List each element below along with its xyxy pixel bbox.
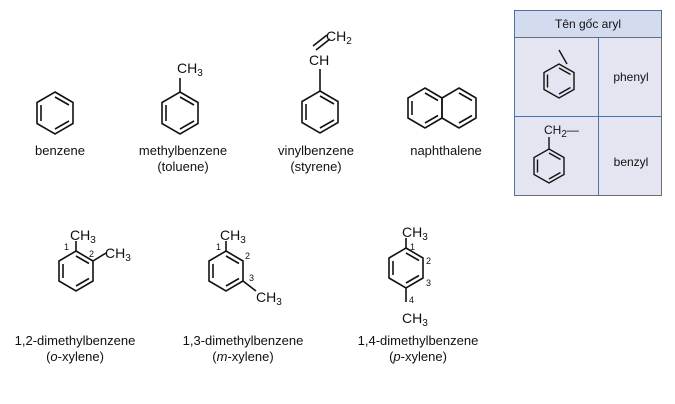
naphthalene-name: naphthalene — [410, 143, 482, 158]
toluene-methyl-label: CH3 — [177, 60, 203, 79]
o-xylene-methyl-1-label: CH3 — [70, 227, 96, 246]
o-xylene-methyl-2-label: CH3 — [105, 245, 131, 264]
toluene-common: (toluene) — [157, 159, 209, 174]
m-xylene-methyl-1-label: CH3 — [220, 227, 246, 246]
m-xylene-structure — [208, 241, 257, 292]
m-xylene-methyl-3-label: CH3 — [256, 289, 282, 308]
aryl-group-table: Tên gốc aryl phenyl CH2— benzyl — [514, 10, 662, 196]
styrene-structure — [301, 34, 339, 134]
p-xylene-name: 1,4-dimethylbenzene — [357, 333, 479, 348]
toluene-name: methylbenzene — [138, 143, 228, 158]
p-xylene-caption: 1,4-dimethylbenzene (p-xylene) — [358, 333, 479, 365]
m-xylene-common: (m-xylene) — [212, 349, 274, 364]
benzyl-label: benzyl — [613, 155, 649, 169]
benzene-caption: benzene — [35, 143, 85, 159]
o-xylene-caption: 1,2-dimethylbenzene (o-xylene) — [15, 333, 136, 365]
m-xylene-position-3: 3 — [249, 273, 255, 283]
p-xylene-position-3: 3 — [426, 278, 432, 288]
p-xylene-structure — [388, 238, 424, 302]
styrene-common: (styrene) — [290, 159, 342, 174]
p-xylene-position-2: 2 — [426, 256, 432, 266]
aryl-row-benzyl: CH2— benzyl — [515, 117, 661, 196]
m-xylene-caption: 1,3-dimethylbenzene (m-xylene) — [183, 333, 304, 365]
styrene-ch2-label: CH2 — [326, 28, 352, 47]
aryl-row-phenyl: phenyl — [515, 38, 661, 117]
aryl-table-header: Tên gốc aryl — [515, 11, 661, 38]
styrene-ch-label: CH — [309, 52, 330, 68]
m-xylene-name: 1,3-dimethylbenzene — [182, 333, 304, 348]
benzyl-structure — [533, 137, 565, 184]
toluene-caption: methylbenzene (toluene) — [139, 143, 227, 175]
naphthalene-structure — [407, 87, 477, 129]
p-xylene-methyl-4-label: CH3 — [402, 310, 428, 329]
p-xylene-common: (p-xylene) — [389, 349, 447, 364]
benzene-name: benzene — [35, 143, 85, 158]
o-xylene-position-2: 2 — [89, 249, 95, 259]
phenyl-structure — [543, 49, 575, 99]
m-xylene-position-2: 2 — [245, 251, 251, 261]
o-xylene-common: (o-xylene) — [46, 349, 104, 364]
p-xylene-position-1: 1 — [410, 242, 416, 252]
aryl-table-divider — [598, 38, 599, 196]
m-xylene-position-1: 1 — [216, 242, 222, 252]
o-xylene-name: 1,2-dimethylbenzene — [14, 333, 136, 348]
styrene-caption: vinylbenzene (styrene) — [278, 143, 354, 175]
phenyl-label: phenyl — [613, 70, 649, 84]
benzene-structure — [36, 91, 74, 135]
toluene-structure — [161, 78, 199, 135]
benzyl-ch2-label: CH2— — [544, 123, 579, 140]
naphthalene-caption: naphthalene — [410, 143, 482, 159]
p-xylene-methyl-1-label: CH3 — [402, 224, 428, 243]
o-xylene-structure — [58, 241, 107, 292]
p-xylene-position-4: 4 — [409, 295, 415, 305]
styrene-name: vinylbenzene — [278, 143, 354, 158]
o-xylene-position-1: 1 — [64, 242, 70, 252]
